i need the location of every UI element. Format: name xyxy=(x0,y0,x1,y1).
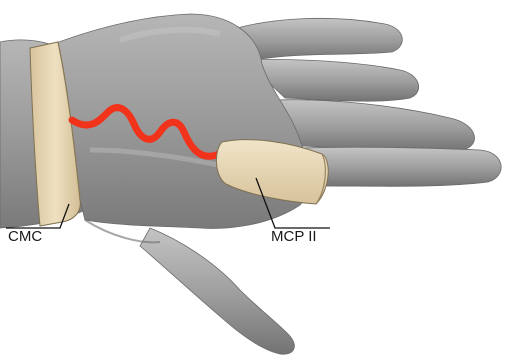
mcp-ii-label: MCP II xyxy=(271,229,317,244)
index-finger xyxy=(300,147,501,186)
middle-finger xyxy=(275,100,475,152)
thumb xyxy=(140,228,294,354)
cmc-label: CMC xyxy=(8,229,42,244)
